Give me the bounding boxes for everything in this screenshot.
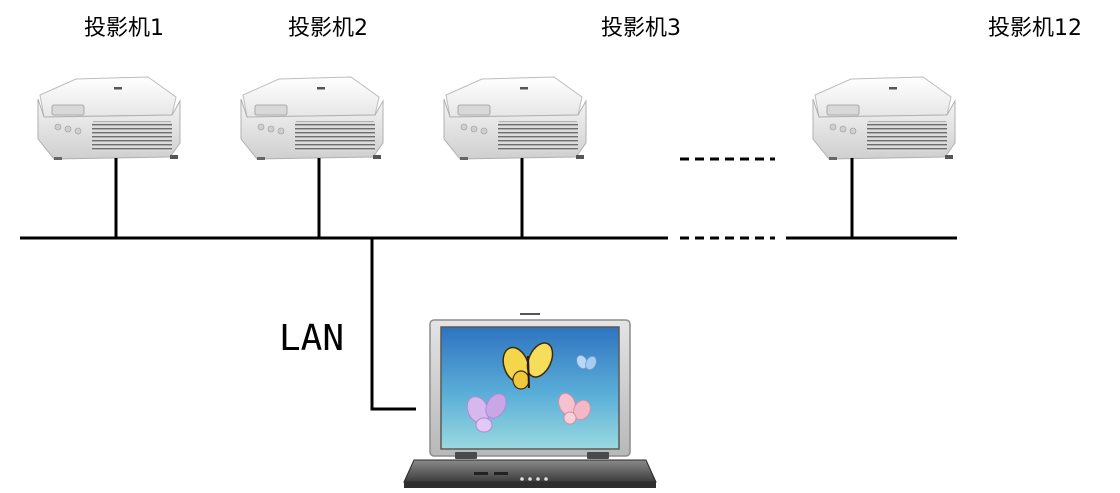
projector-2-label: 投影机2: [288, 16, 368, 41]
butterfly-pink-icon: [558, 392, 591, 425]
butterfly-small-icon: [576, 354, 597, 371]
projector-12-icon: [812, 76, 956, 161]
dashed-ellipsis: [680, 157, 775, 240]
butterfly-large-icon: [502, 342, 554, 390]
laptop-connection-line: [370, 238, 416, 411]
projector-3-label: 投影机3: [601, 16, 681, 41]
projector-drop-lines: [114, 158, 854, 238]
laptop-icon: [403, 313, 657, 488]
projector-12-label: 投影机12: [988, 16, 1082, 41]
projector-2-icon: [240, 76, 384, 161]
projector-1-label: 投影机1: [84, 16, 164, 41]
butterfly-purple-icon: [466, 393, 507, 433]
projector-3-icon: [443, 76, 587, 161]
lan-label: LAN: [279, 318, 345, 359]
projector-1-icon: [37, 76, 181, 161]
